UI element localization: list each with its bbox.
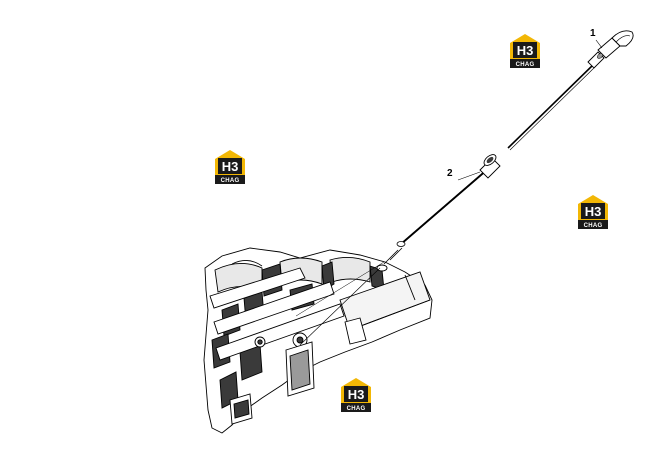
callout-1: 1 (590, 28, 596, 39)
watermark-letters: H3 (222, 159, 239, 174)
leader-line-2 (457, 171, 481, 181)
watermark-letters: H3 (517, 43, 534, 58)
watermark-logo: H3 CHAG (578, 195, 608, 229)
watermark-letters: H3 (585, 204, 602, 219)
watermark-label: CHAG (221, 178, 240, 184)
oil-dipstick (295, 30, 634, 346)
watermark-label: CHAG (516, 62, 535, 68)
watermark-label: CHAG (584, 223, 603, 229)
watermark-logo: H3 CHAG (215, 150, 245, 184)
watermark-label: CHAG (347, 406, 366, 412)
watermark-letters: H3 (348, 387, 365, 402)
watermark-logo: H3 CHAG (510, 34, 540, 68)
callout-2: 2 (447, 168, 453, 179)
watermark-logo: H3 CHAG (341, 378, 371, 412)
leader-line-1 (595, 39, 603, 49)
dipstick-guide-tube (383, 154, 501, 265)
engine-block (203, 247, 433, 434)
